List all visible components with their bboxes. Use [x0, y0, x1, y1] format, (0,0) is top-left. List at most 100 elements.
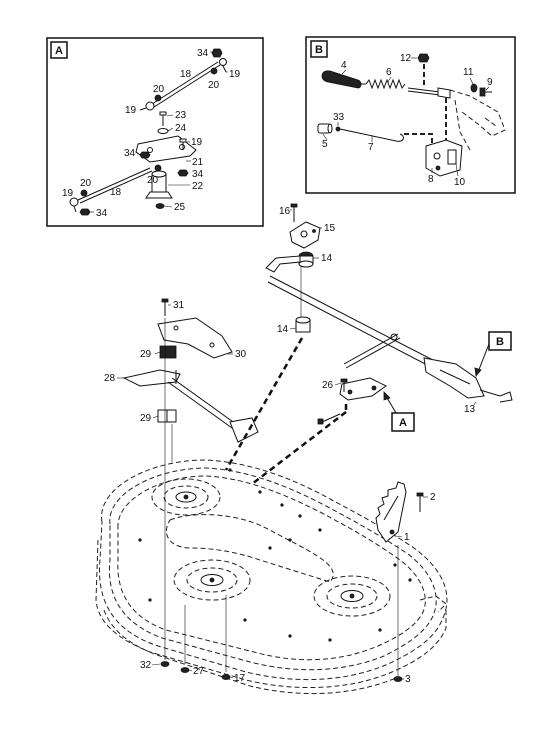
callout-13: 13	[464, 404, 476, 415]
inset-b-leaders	[322, 57, 490, 177]
callout-a-34-plate-right: 34	[192, 169, 204, 180]
washer-3	[393, 676, 403, 682]
washer-33	[335, 126, 341, 132]
handle-grip-4	[321, 70, 362, 89]
rod-18-upper	[151, 61, 221, 108]
rod-6	[407, 87, 451, 99]
callout-a-19-upper-right: 19	[229, 69, 241, 80]
callout-b-7: 7	[368, 142, 374, 153]
callout-b-10: 10	[454, 177, 466, 188]
inset-a-frame	[46, 37, 264, 227]
bolt-16	[290, 203, 298, 222]
ball-joint-19-upper-right	[219, 58, 227, 73]
spindle-right	[313, 575, 391, 617]
plate-15	[289, 221, 321, 249]
callout-a-23: 23	[175, 110, 187, 121]
callout-a-19-plate: 19	[191, 137, 203, 148]
pivot-10	[447, 149, 457, 165]
arm-assembly	[339, 377, 387, 401]
washer-17	[221, 674, 231, 680]
link-rod	[343, 333, 401, 369]
inset-b: B	[305, 36, 516, 194]
callout-17: 17	[234, 673, 246, 684]
callout-14-upper: 14	[321, 253, 333, 264]
callout-26: 26	[322, 380, 334, 391]
inset-b-tag-box	[310, 40, 328, 58]
callout-28: 28	[104, 373, 116, 384]
nut-34-lower	[79, 208, 91, 216]
nut-34-plate-left	[139, 151, 151, 159]
nut-20-lower	[80, 189, 88, 197]
nut-12	[417, 53, 430, 63]
bushing-14-lower	[295, 316, 311, 333]
callout-b-6: 6	[386, 67, 392, 78]
main-leaders	[117, 209, 477, 680]
callout-a-20-center: 20	[147, 175, 159, 186]
callout-a-19-lower: 19	[62, 188, 74, 199]
callout-a-24: 24	[175, 123, 187, 134]
washer-32	[160, 661, 170, 667]
callout-15: 15	[324, 223, 336, 234]
bolt-23	[159, 111, 167, 126]
rod-7	[339, 128, 404, 142]
nut-20-center	[154, 164, 162, 172]
callout-b-33: 33	[333, 112, 345, 123]
bolt-small-arm	[317, 413, 341, 425]
bolt-2	[416, 492, 424, 512]
callout-b-9: 9	[487, 77, 493, 88]
washer-27	[180, 667, 190, 673]
callout-27: 27	[193, 666, 205, 677]
ref-tag-a: A	[383, 391, 415, 432]
spring-6	[360, 78, 406, 90]
callout-a-20-lower: 20	[80, 178, 92, 189]
callout-2: 2	[430, 492, 436, 503]
callout-b-4: 4	[341, 60, 347, 71]
washer-11	[470, 83, 478, 93]
nut-34-top	[211, 48, 223, 58]
callout-b-8: 8	[428, 174, 434, 185]
callout-b-5: 5	[322, 139, 328, 150]
deck-outline-inner	[117, 475, 426, 661]
nut-34-plate-right	[177, 169, 189, 177]
callout-16: 16	[279, 206, 291, 217]
ref-tag-b-label: B	[496, 336, 504, 348]
nut-20-upper-left	[154, 94, 162, 102]
dashed-connectors	[224, 337, 348, 485]
callout-29-lower: 29	[140, 413, 152, 424]
guide-lines	[164, 318, 399, 676]
bracket-8	[425, 139, 463, 177]
callout-a-19-upper-left: 19	[125, 105, 137, 116]
callout-b-12: 12	[400, 53, 412, 64]
washer-24	[157, 128, 169, 134]
bolt-26	[340, 378, 348, 392]
deck-holes	[138, 468, 412, 642]
deck-skirt-2	[103, 609, 397, 695]
inset-b-tag: B	[315, 44, 323, 56]
callout-29-upper: 29	[140, 349, 152, 360]
rod-18-lower	[77, 167, 153, 204]
spindle-left	[151, 478, 221, 516]
ball-joint-19-lower	[69, 197, 79, 213]
callout-30: 30	[235, 349, 247, 360]
deck-housing	[165, 514, 334, 583]
segment-gear-1	[375, 481, 407, 543]
stowed-bracket-outline	[449, 89, 506, 151]
callout-a-34-plate-left: 34	[124, 148, 136, 159]
callout-a-18-lower: 18	[110, 187, 122, 198]
inset-a-tag: A	[55, 45, 63, 57]
callout-3: 3	[405, 674, 411, 685]
deck-outline-outer	[98, 459, 448, 681]
callout-a-34-lower: 34	[96, 208, 108, 219]
callout-1: 1	[404, 532, 410, 543]
deck-chute	[419, 595, 447, 613]
callout-a-18-upper: 18	[180, 69, 192, 80]
main-parts: B A	[104, 203, 513, 685]
inset-a: A	[46, 37, 264, 227]
ref-tag-a-label: A	[399, 417, 407, 429]
bolt-9	[479, 87, 492, 97]
inset-b-frame	[305, 36, 516, 194]
lever-13	[265, 255, 513, 403]
bushing-29-upper	[159, 345, 177, 359]
bolt-31	[161, 298, 169, 316]
